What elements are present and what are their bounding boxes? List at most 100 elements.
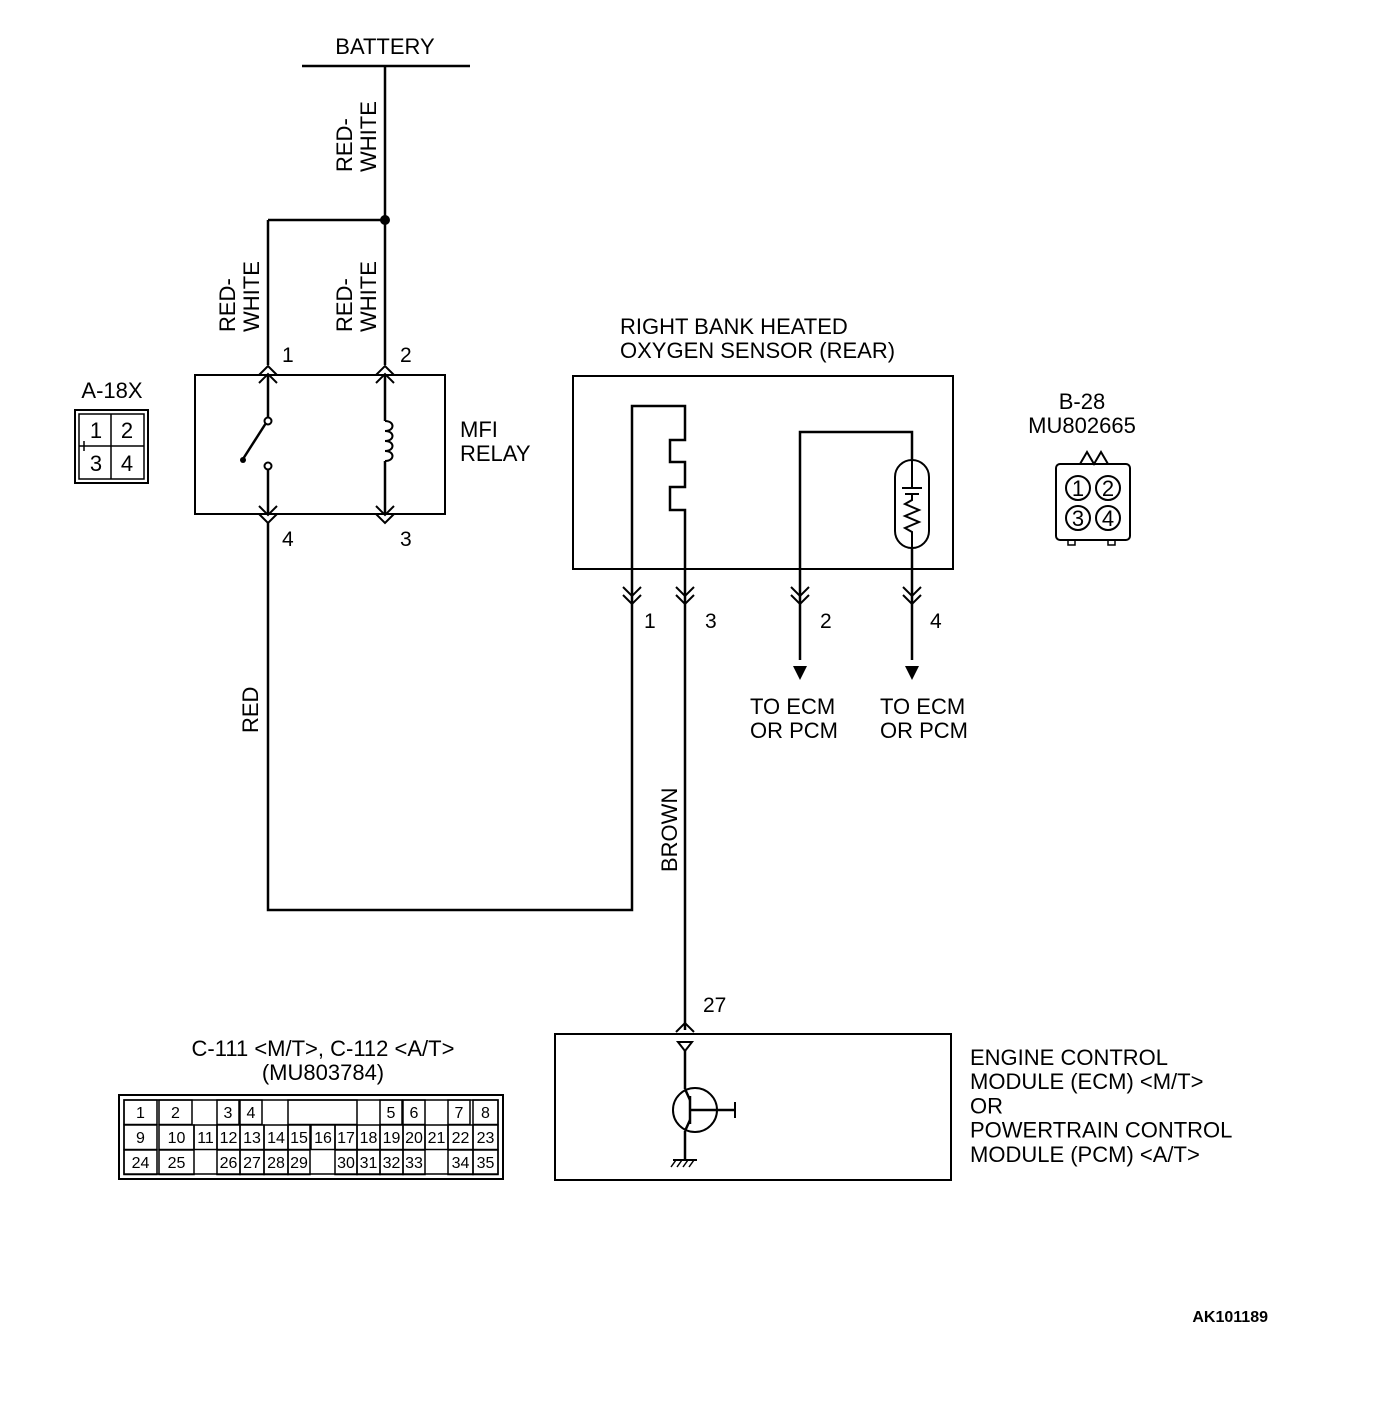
relay-conn-cell: 4 <box>121 451 133 476</box>
figure-id: AK101189 <box>1192 1309 1268 1326</box>
ecm-connector-title: C-111 <M/T>, C-112 <A/T>(MU803784) <box>192 1036 455 1085</box>
wire-color-red: RED <box>238 687 263 733</box>
connector-pin-number: 1 <box>136 1105 145 1122</box>
connector-pin-number: 20 <box>405 1130 423 1147</box>
wire-color-battery-feed: RED-WHITE <box>332 101 381 172</box>
mfi-relay-box <box>194 374 446 515</box>
connector-pin-number: 4 <box>247 1105 256 1122</box>
ecm-box <box>554 1033 952 1181</box>
relay-pin-2: 2 <box>400 344 412 367</box>
sensor-conn-cell: 3 <box>1072 506 1084 531</box>
connector-pin-number: 27 <box>243 1155 261 1172</box>
arrow-down-icon <box>793 666 807 680</box>
pin-chevron <box>375 513 395 525</box>
relay-coil-icon <box>384 420 394 462</box>
pin-chevron <box>675 1021 695 1033</box>
sensor-connector-icon <box>1055 450 1131 546</box>
switch-pivot <box>240 457 246 463</box>
connector-cell <box>123 1149 158 1176</box>
connector-pin-number: 35 <box>477 1155 495 1172</box>
connector-pin-number: 21 <box>428 1130 446 1147</box>
sensor-conn-cell: 4 <box>1102 506 1114 531</box>
relay-connector-id: A-18X <box>81 378 142 403</box>
o2-sensor-box <box>572 375 954 570</box>
relay-pin-4: 4 <box>282 528 294 551</box>
arrow-down-icon <box>905 666 919 680</box>
pin-chevron <box>258 505 278 517</box>
connector-pin-number: 28 <box>267 1155 285 1172</box>
connector-pin-number: 34 <box>452 1155 470 1172</box>
connector-pin-number: 30 <box>337 1155 355 1172</box>
sensor-conn-cell: 1 <box>1072 476 1084 501</box>
relay-conn-cell: 1 <box>90 418 102 443</box>
sensor-pin-3: 3 <box>705 610 717 633</box>
heater-element-icon <box>630 404 687 610</box>
wire-color-relay-pin2: RED-WHITE <box>332 261 381 332</box>
connector-pin-number: 33 <box>405 1155 423 1172</box>
transistor-icon <box>672 1087 736 1133</box>
pin-chevron <box>375 364 395 376</box>
pin-terminal-icon <box>675 1041 695 1053</box>
connector-pin-number: 9 <box>136 1130 145 1147</box>
relay-pin-3: 3 <box>400 528 412 551</box>
red-wire <box>266 523 634 912</box>
connector-pin-number: 7 <box>455 1105 464 1122</box>
connector-pin-number: 29 <box>290 1155 308 1172</box>
connector-pin-number: 15 <box>290 1130 308 1147</box>
pin-chevron <box>375 505 395 517</box>
sensor-pin-1: 1 <box>644 610 656 633</box>
switch-contact <box>263 461 273 471</box>
connector-pin-number: 23 <box>477 1130 495 1147</box>
relay-connector-icon <box>74 409 149 484</box>
switch-blade <box>241 422 268 460</box>
connector-pin-number: 3 <box>224 1105 233 1122</box>
connector-pin-number: 32 <box>383 1155 401 1172</box>
sensor-pin-4: 4 <box>930 610 942 633</box>
connector-pin-number: 5 <box>387 1105 396 1122</box>
connector-pin-number: 26 <box>220 1155 238 1172</box>
connector-pin-number: 19 <box>383 1130 401 1147</box>
connector-pin-number: 11 <box>197 1130 214 1147</box>
pin-chevron <box>258 364 278 376</box>
ground-icon <box>670 1159 697 1168</box>
battery-label: BATTERY <box>335 34 435 59</box>
connector-pin-number: 22 <box>452 1130 470 1147</box>
connector-pin-number: 12 <box>220 1130 238 1147</box>
connector-cell <box>287 1099 358 1126</box>
connector-cell <box>402 1149 426 1176</box>
ecm-pin-27: 27 <box>703 994 726 1017</box>
connector-cell <box>287 1149 311 1176</box>
connector-pin-number: 18 <box>360 1130 378 1147</box>
switch-contact <box>263 416 273 426</box>
connector-pin-number: 14 <box>267 1130 285 1147</box>
relay-conn-cell: 3 <box>90 451 102 476</box>
pin-chevron <box>258 372 278 384</box>
connector-pin-number: 31 <box>360 1155 378 1172</box>
relay-conn-cell: 2 <box>121 418 133 443</box>
connector-pin-number: 6 <box>410 1105 419 1122</box>
connector-pin-number: 8 <box>481 1105 490 1122</box>
connector-pin-number: 2 <box>171 1105 180 1122</box>
connector-pin-number: 16 <box>314 1130 332 1147</box>
relay-pin-1: 1 <box>282 344 294 367</box>
connector-pin-number: 17 <box>337 1130 355 1147</box>
sensor-conn-cell: 2 <box>1102 476 1114 501</box>
connector-pin-number: 25 <box>168 1155 186 1172</box>
connector-cell <box>158 1149 195 1176</box>
connector-pin-number: 10 <box>168 1130 186 1147</box>
resistor-icon <box>902 494 922 548</box>
pin-chevron <box>375 372 395 384</box>
connector-cell <box>472 1149 499 1176</box>
sensor-pin-chevrons <box>622 586 922 606</box>
wire-color-relay-pin1: RED-WHITE <box>215 261 264 332</box>
connector-pin-number: 24 <box>132 1155 150 1172</box>
sensor-signal-wire <box>798 430 914 660</box>
